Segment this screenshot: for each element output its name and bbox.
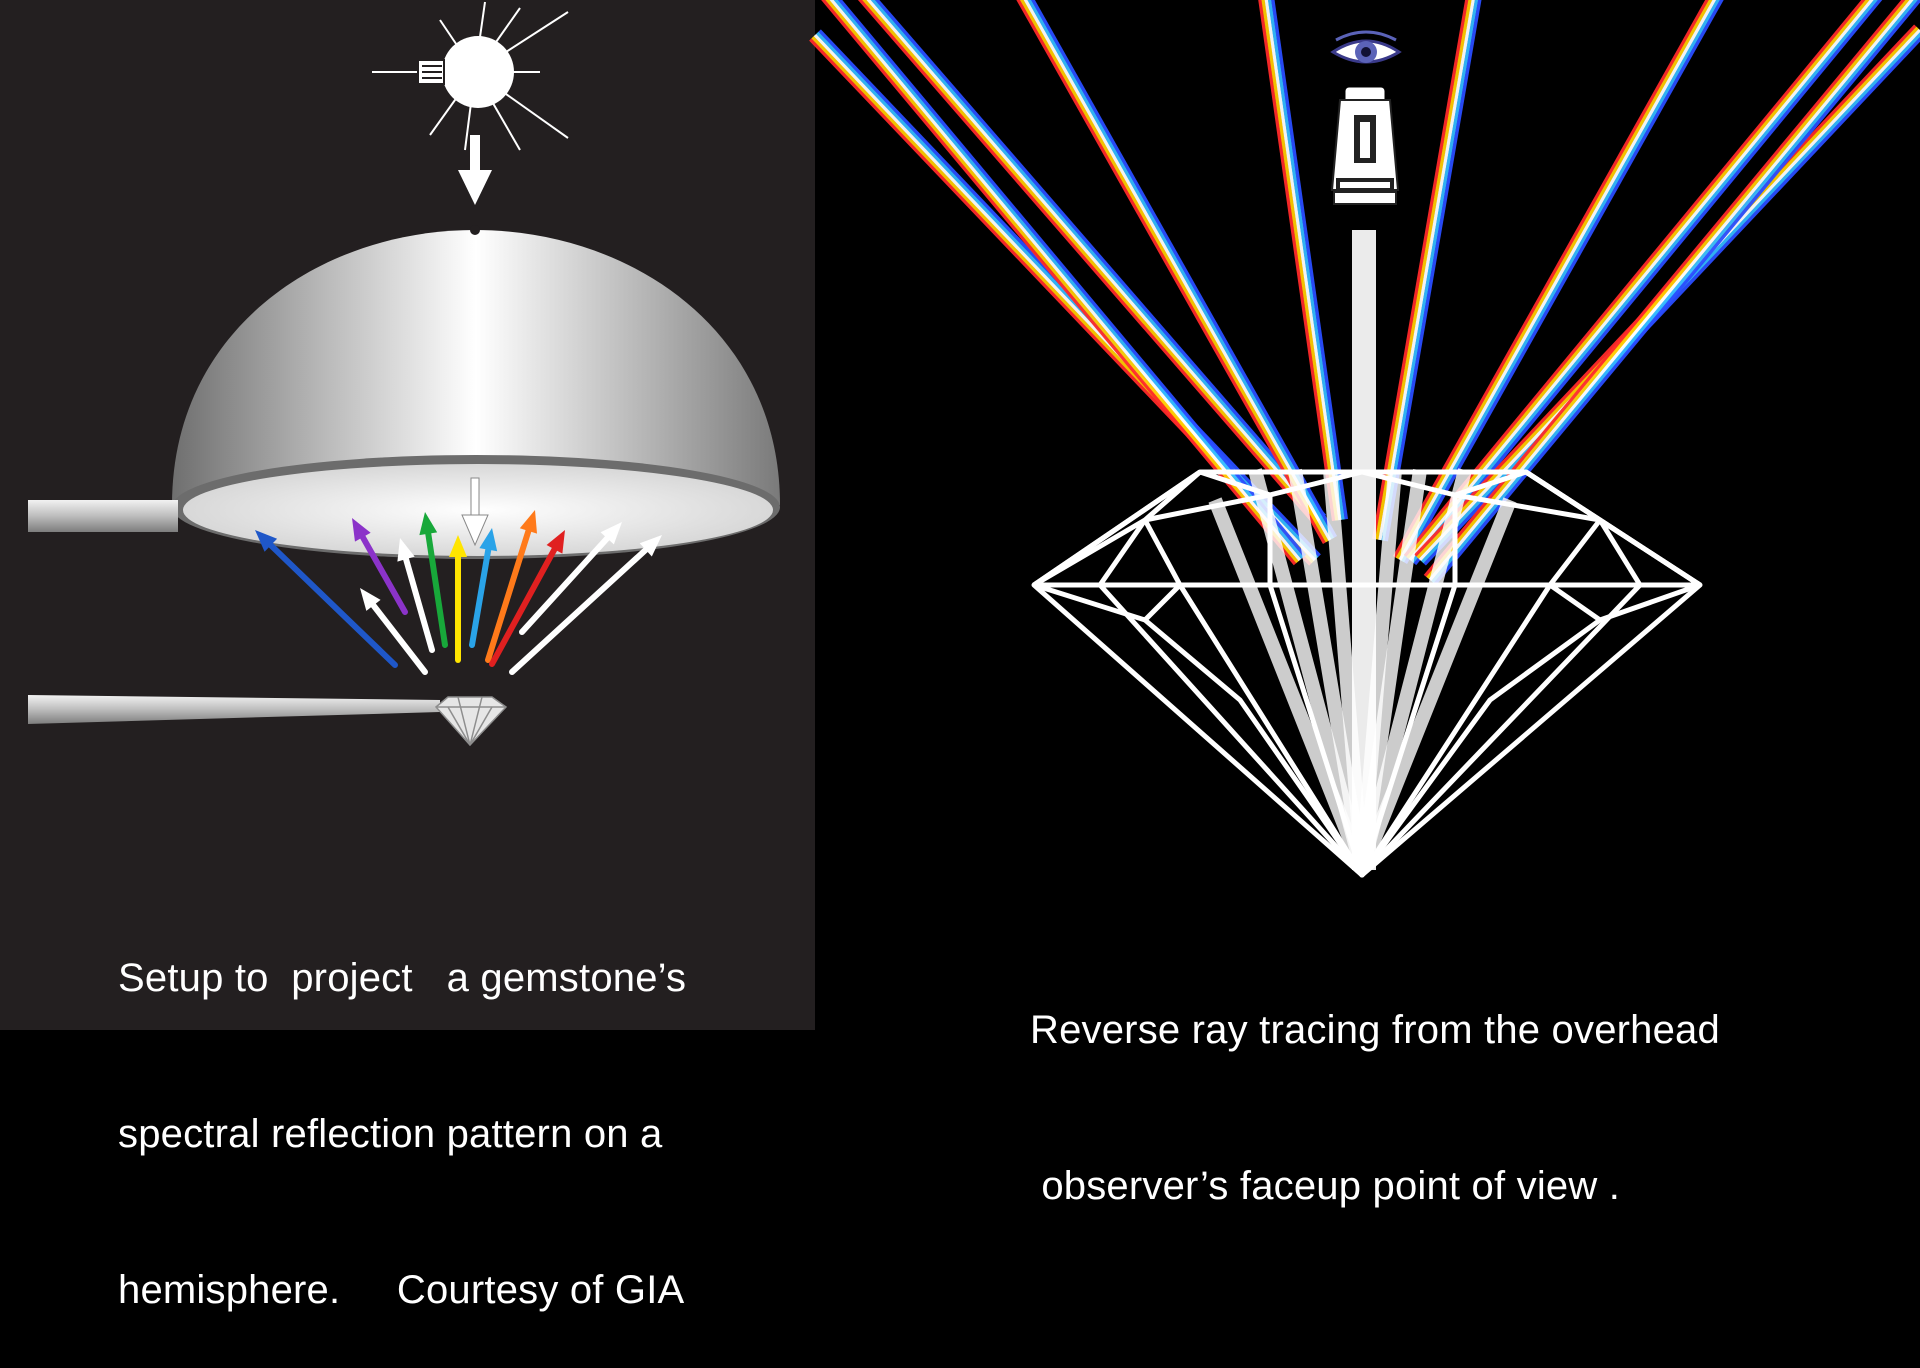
internal-beam — [1355, 497, 1517, 873]
reflection-arrow — [485, 510, 538, 663]
reflection-arrow — [449, 535, 467, 663]
diamond-facet-edge — [1143, 582, 1602, 623]
small-gemstone — [434, 696, 508, 747]
spectral-ray — [1392, 0, 1724, 564]
hemisphere-support-rod — [28, 500, 178, 532]
reflection-arrow — [519, 522, 622, 635]
loupe-icon — [1330, 87, 1400, 205]
diamond-facet-edge — [1033, 582, 1701, 877]
spectral-ray — [1372, 0, 1482, 542]
diamond-facet-edge — [1142, 495, 1602, 587]
reflection-arrow — [397, 538, 435, 653]
reflection-arrow — [255, 530, 398, 668]
spectral-ray — [1423, 0, 1920, 586]
internal-beam — [1208, 497, 1369, 873]
left-caption-line-1: Setup to project a gemstone’s — [118, 956, 687, 1000]
internal-beam — [1355, 468, 1472, 872]
left-caption: Setup to project a gemstone’s spectral r… — [118, 848, 686, 1368]
diamond-wireframe — [1031, 469, 1703, 878]
gem-holder — [28, 695, 440, 724]
spectral-ray — [1258, 0, 1349, 522]
light-down-arrow — [458, 135, 492, 205]
reflection-arrow — [360, 588, 428, 675]
reflection-arrow — [352, 518, 408, 615]
spectral-ray — [857, 0, 1327, 526]
light-bulb — [372, 1, 569, 151]
inner-down-arrow — [461, 477, 489, 547]
left-caption-line-2: spectral reflection pattern on a — [118, 1112, 663, 1156]
reflection-arrows — [255, 510, 662, 675]
reflection-arrow — [509, 535, 662, 675]
spectral-ray — [821, 0, 1307, 566]
left-caption-line-3: hemisphere. Courtesy of GIA — [118, 1268, 685, 1312]
right-caption: Reverse ray tracing from the overhead ob… — [1030, 900, 1720, 1264]
right-caption-line-2: observer’s faceup point of view . — [1030, 1164, 1621, 1208]
hemisphere — [172, 225, 780, 559]
reflection-arrow — [489, 530, 565, 667]
spectral-ray — [1016, 0, 1338, 544]
right-caption-line-1: Reverse ray tracing from the overhead — [1030, 1008, 1720, 1052]
reflection-arrow — [469, 528, 498, 648]
illustration — [0, 0, 1920, 1030]
spectral-ray — [1403, 0, 1883, 566]
reflection-arrow — [419, 512, 448, 648]
observer-beam — [1352, 230, 1376, 870]
diamond-facet-edge — [1199, 469, 1527, 498]
eye-icon — [1330, 30, 1402, 64]
